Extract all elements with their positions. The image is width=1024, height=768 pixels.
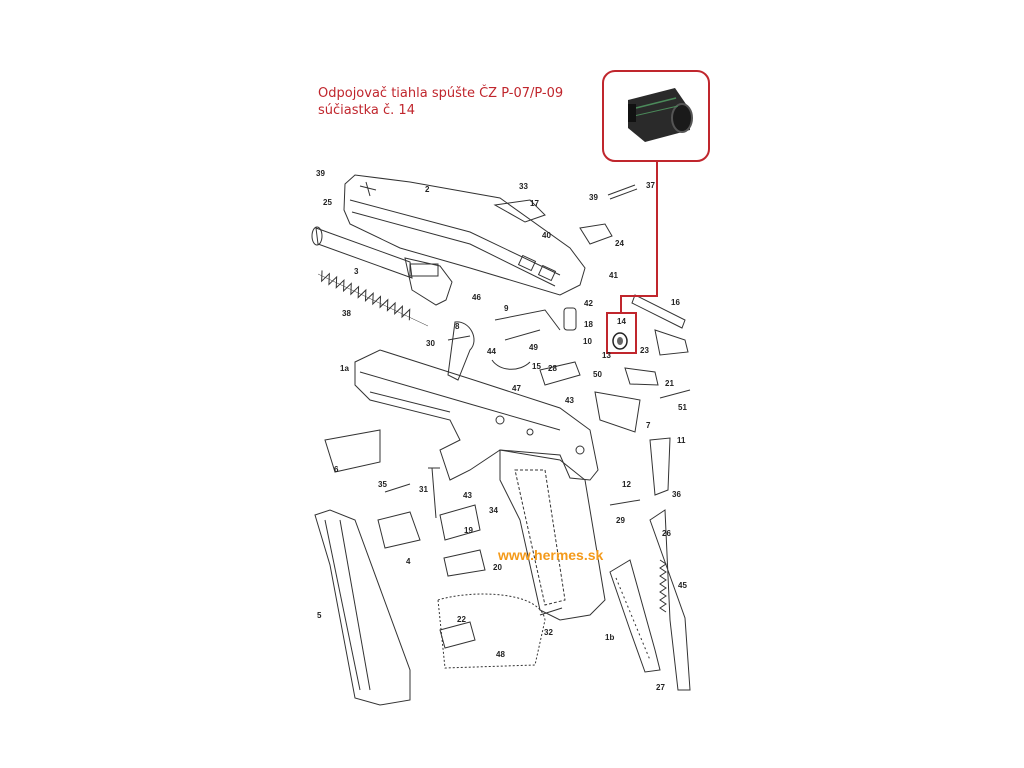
part-label-42: 42	[584, 299, 593, 308]
part-label-43b: 43	[463, 491, 472, 500]
part-label-25: 25	[323, 198, 332, 207]
part-label-40: 40	[542, 231, 551, 240]
website-watermark: www.hermes.sk	[498, 547, 604, 563]
part-label-10: 10	[583, 337, 592, 346]
backstrap-part-1b	[609, 559, 661, 673]
part-label-22: 22	[457, 615, 466, 624]
small-parts	[324, 184, 691, 669]
part-label-16: 16	[671, 298, 680, 307]
part-label-48: 48	[496, 650, 505, 659]
hammer-spring-part-45	[649, 509, 691, 691]
title-line-1: Odpojovač tiahla spúšte ČZ P-07/P-09	[318, 86, 564, 101]
part-label-8: 8	[455, 322, 460, 331]
part-label-38: 38	[342, 309, 351, 318]
part-label-6: 6	[334, 465, 339, 474]
callout-connector	[620, 161, 658, 313]
part-label-32: 32	[544, 628, 553, 637]
part-label-13: 13	[602, 351, 611, 360]
part-label-4: 4	[406, 557, 411, 566]
part-label-46: 46	[472, 293, 481, 302]
part-label-5: 5	[317, 611, 322, 620]
part-label-9: 9	[504, 304, 509, 313]
part-label-12: 12	[622, 480, 631, 489]
part-label-49: 49	[529, 343, 538, 352]
part-14-disconnector-icon	[612, 332, 628, 350]
part-label-18: 18	[584, 320, 593, 329]
part-label-1b: 1b	[605, 633, 615, 642]
part-label-39b: 39	[589, 193, 598, 202]
part-label-11: 11	[677, 436, 686, 445]
part-label-45: 45	[678, 581, 687, 590]
part-label-29: 29	[616, 516, 625, 525]
highlight-callout	[602, 70, 710, 354]
part-label-51: 51	[678, 403, 687, 412]
part-label-34: 34	[489, 506, 498, 515]
part-label-36: 36	[672, 490, 681, 499]
part-label-30: 30	[426, 339, 435, 348]
part-label-27: 27	[656, 683, 665, 692]
part-label-14: 14	[617, 317, 626, 326]
part-label-1a: 1a	[340, 364, 349, 373]
recoil-spring-part-38	[317, 270, 429, 327]
part-label-3: 3	[354, 267, 359, 276]
slide-part-2	[343, 174, 586, 296]
part-label-19: 19	[464, 526, 473, 535]
part-label-7: 7	[646, 421, 651, 430]
part-label-28: 28	[548, 364, 557, 373]
part-label-50: 50	[593, 370, 602, 379]
part-14-photo	[628, 88, 693, 142]
part-label-23: 23	[640, 346, 649, 355]
part-label-43: 43	[565, 396, 574, 405]
part-label-33: 33	[519, 182, 528, 191]
grip-part	[499, 449, 606, 621]
part-label-44: 44	[487, 347, 496, 356]
part-label-17: 17	[530, 199, 539, 208]
title-line-2: súčiastka č. 14	[318, 103, 415, 118]
part-label-41: 41	[609, 271, 618, 280]
part-label-26: 26	[662, 529, 671, 538]
part-label-21: 21	[665, 379, 674, 388]
part-label-39: 39	[316, 169, 325, 178]
part-label-35: 35	[378, 480, 387, 489]
part-label-2: 2	[425, 185, 430, 194]
part-label-37: 37	[646, 181, 655, 190]
part-label-15: 15	[532, 362, 541, 371]
frame-part-1a	[354, 349, 599, 481]
magazine-part-5	[314, 509, 411, 706]
part-label-20: 20	[493, 563, 502, 572]
part-label-31: 31	[419, 485, 428, 494]
part-label-24: 24	[615, 239, 624, 248]
part-label-47: 47	[512, 384, 521, 393]
barrel-part-3	[311, 226, 453, 306]
